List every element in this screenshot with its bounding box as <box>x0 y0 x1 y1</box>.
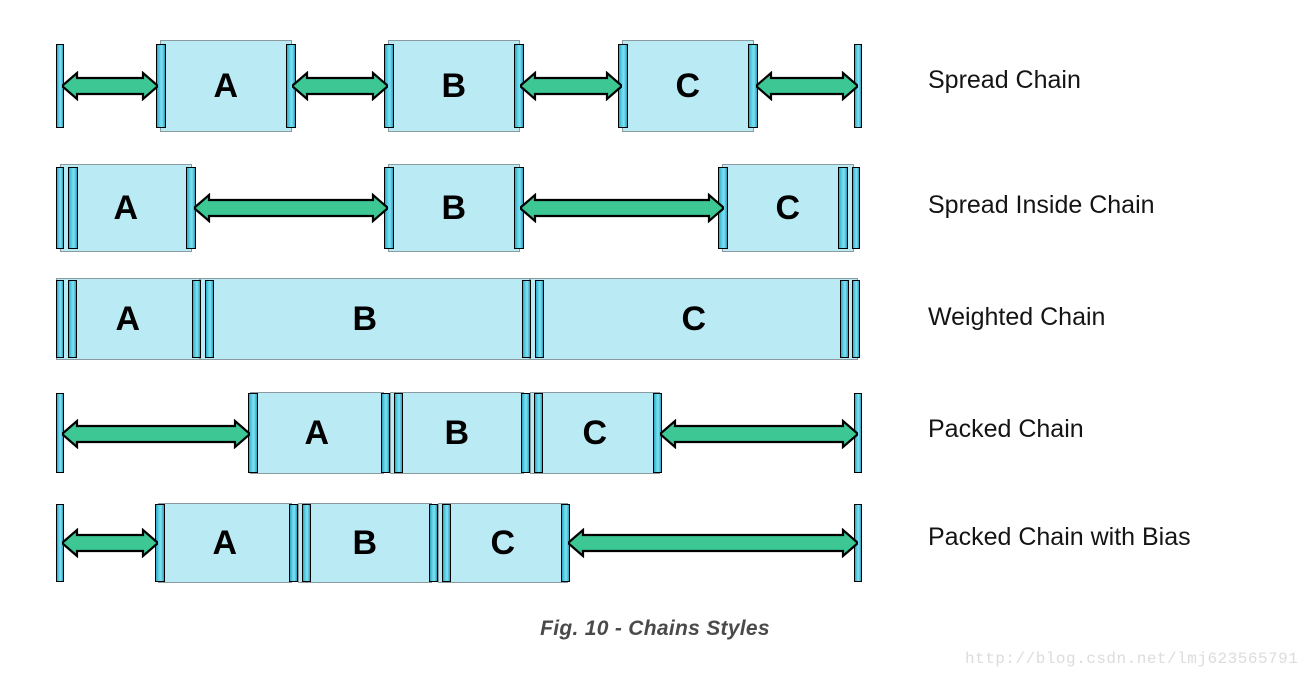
bidirectional-arrow-icon <box>660 419 858 449</box>
anchor-bar <box>522 280 531 358</box>
chain-box-spread-chain-a[interactable]: A <box>160 40 292 132</box>
chain-box-label: A <box>115 300 141 338</box>
anchor-bar <box>205 280 214 358</box>
figure-caption: Fig. 10 - Chains Styles <box>540 617 770 640</box>
watermark-text: http://blog.csdn.net/lmj623565791 <box>965 650 1299 668</box>
bidirectional-arrow-icon <box>568 528 858 558</box>
chain-box-spread-inside-chain-c[interactable]: C <box>722 164 854 252</box>
anchor-bar <box>192 280 201 358</box>
chain-box-label: C <box>582 414 608 452</box>
chain-box-packed-chain-with-bias-a[interactable]: A <box>158 503 292 583</box>
chain-style-label-packed-chain: Packed Chain <box>928 415 1084 443</box>
anchor-bar <box>429 504 438 582</box>
chain-box-packed-chain-with-bias-c[interactable]: C <box>438 503 568 583</box>
chain-box-label: B <box>352 524 378 562</box>
bidirectional-arrow-icon <box>520 71 622 101</box>
anchor-bar <box>852 167 860 249</box>
anchor-bar <box>535 280 544 358</box>
bidirectional-arrow-icon <box>520 193 724 223</box>
chain-style-label-packed-chain-with-bias: Packed Chain with Bias <box>928 523 1191 551</box>
chain-box-spread-chain-c[interactable]: C <box>622 40 754 132</box>
chain-box-weighted-chain-b[interactable]: B <box>200 278 530 360</box>
anchor-bar <box>56 167 64 249</box>
anchor-bar <box>289 504 298 582</box>
chain-box-packed-chain-c[interactable]: C <box>530 392 660 474</box>
anchor-bar <box>68 280 77 358</box>
chain-box-label: B <box>441 67 467 105</box>
chain-style-label-spread-inside-chain: Spread Inside Chain <box>928 191 1155 219</box>
chain-style-label-weighted-chain: Weighted Chain <box>928 303 1106 331</box>
bidirectional-arrow-icon <box>62 419 250 449</box>
bidirectional-arrow-icon <box>194 193 388 223</box>
anchor-bar <box>56 280 64 358</box>
chain-box-label: A <box>304 414 330 452</box>
chain-box-label: C <box>681 300 707 338</box>
anchor-bar <box>852 280 860 358</box>
chain-box-packed-chain-with-bias-b[interactable]: B <box>298 503 432 583</box>
chain-box-label: A <box>113 189 139 227</box>
chain-box-spread-inside-chain-a[interactable]: A <box>60 164 192 252</box>
chain-style-label-spread-chain: Spread Chain <box>928 66 1081 94</box>
chain-box-label: C <box>775 189 801 227</box>
chain-box-label: B <box>441 189 467 227</box>
anchor-bar <box>394 393 403 473</box>
chain-box-label: B <box>444 414 470 452</box>
bidirectional-arrow-icon <box>292 71 388 101</box>
anchor-bar <box>68 167 78 249</box>
anchor-bar <box>302 504 311 582</box>
anchor-bar <box>838 167 848 249</box>
chain-box-label: A <box>212 524 238 562</box>
anchor-bar <box>442 504 451 582</box>
anchor-bar <box>840 280 849 358</box>
chain-box-label: A <box>213 67 239 105</box>
bidirectional-arrow-icon <box>756 71 858 101</box>
chain-box-packed-chain-b[interactable]: B <box>390 392 524 474</box>
chain-box-spread-chain-b[interactable]: B <box>388 40 520 132</box>
anchor-bar <box>381 393 390 473</box>
chain-box-label: C <box>675 67 701 105</box>
chain-box-label: B <box>352 300 378 338</box>
chain-box-weighted-chain-a[interactable]: A <box>56 278 200 360</box>
bidirectional-arrow-icon <box>62 71 158 101</box>
bidirectional-arrow-icon <box>62 528 158 558</box>
anchor-bar <box>521 393 530 473</box>
anchor-bar <box>534 393 543 473</box>
chain-box-weighted-chain-c[interactable]: C <box>530 278 858 360</box>
chain-box-label: C <box>490 524 516 562</box>
